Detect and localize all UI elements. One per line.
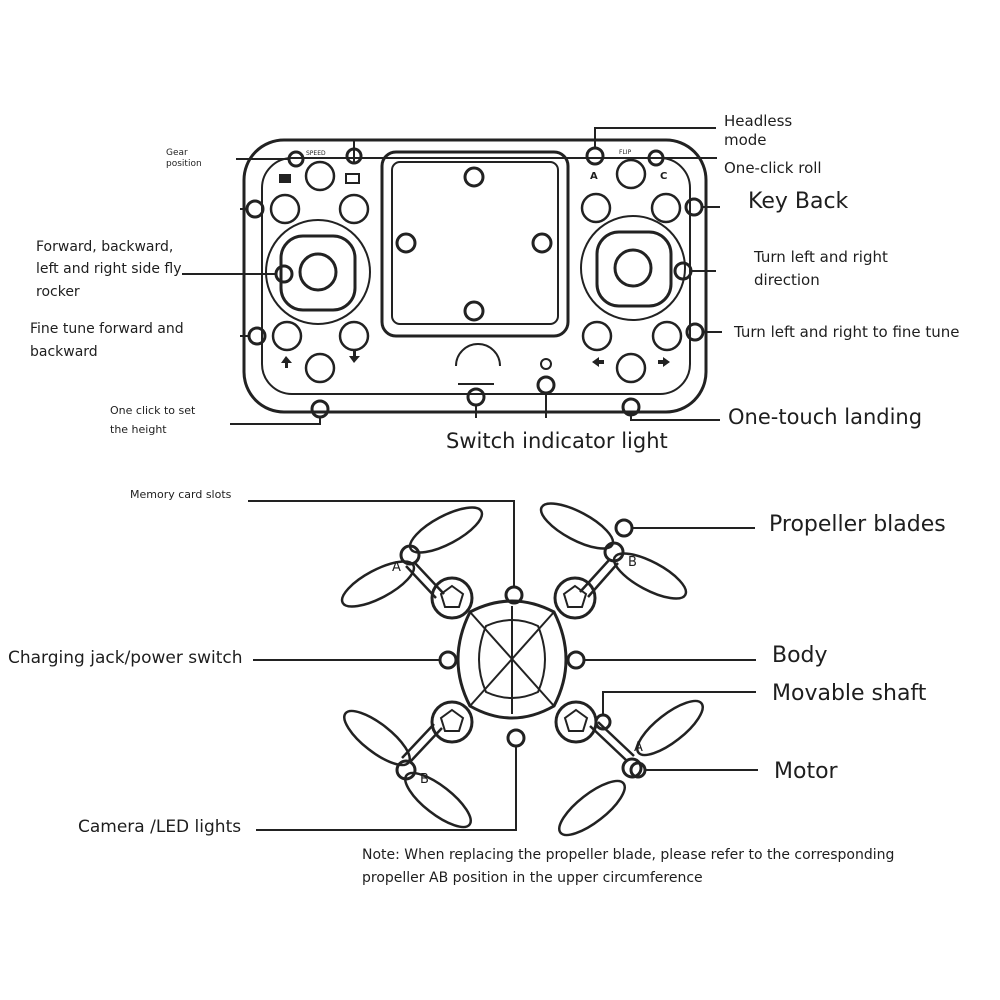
drone-leader-lines [248, 500, 758, 831]
label-fine-tune-turn: Turn left and right to fine tune [734, 323, 960, 341]
drone-illustration [248, 500, 758, 837]
controller-illustration [182, 127, 722, 425]
label-motor: Motor [774, 759, 838, 784]
right-joystick [580, 215, 686, 321]
power-button-arc [455, 343, 501, 367]
controller-leader-lines [182, 127, 722, 425]
label-headless-mode: Headless mode [724, 112, 793, 149]
label-switch-indicator-light: Switch indicator light [446, 429, 668, 453]
blade-mark-front-right: B [628, 555, 637, 570]
blade-mark-front-left: A [392, 560, 401, 575]
label-fly-rocker: Forward, backward, left and right side f… [36, 239, 182, 300]
label-movable-shaft: Movable shaft [772, 681, 927, 706]
left-joystick [265, 219, 371, 325]
label-camera-led: Camera /LED lights [78, 817, 242, 837]
blade-mark-rear-left: B [420, 772, 429, 787]
label-set-height: One click to set the height [110, 404, 196, 436]
label-key-back: Key Back [748, 189, 849, 214]
propeller-blades [340, 502, 704, 837]
replacement-note: Note: When replacing the propeller blade… [362, 847, 895, 887]
drone-motors [430, 576, 598, 744]
indicator-led [540, 358, 552, 370]
mark-speed: SPEED [306, 150, 326, 157]
label-one-click-roll: One-click roll [724, 159, 822, 177]
label-gear-position: Gear position [166, 148, 202, 170]
drone-body [456, 599, 568, 720]
label-memory-card-slots: Memory card slots [130, 488, 232, 501]
controller-buttons [269, 158, 683, 384]
label-body: Body [772, 643, 828, 668]
controller-body-outline [242, 138, 708, 414]
mark-c-button: C [660, 171, 668, 182]
blade-hubs [395, 541, 643, 781]
mark-flip: FLIP [619, 149, 632, 156]
label-propeller-blades: Propeller blades [769, 512, 946, 537]
label-turn-direction: Turn left and right direction [754, 248, 888, 290]
controller-body-inner [261, 157, 691, 395]
label-one-touch-landing: One-touch landing [728, 405, 923, 429]
label-charging-jack: Charging jack/power switch [8, 648, 243, 668]
mark-a-button: A [590, 171, 598, 182]
controller-screen [380, 150, 570, 338]
label-fine-tune-forward-backward: Fine tune forward and backward [30, 321, 184, 361]
button-icons [279, 173, 670, 368]
blade-mark-rear-right: A [634, 740, 643, 755]
